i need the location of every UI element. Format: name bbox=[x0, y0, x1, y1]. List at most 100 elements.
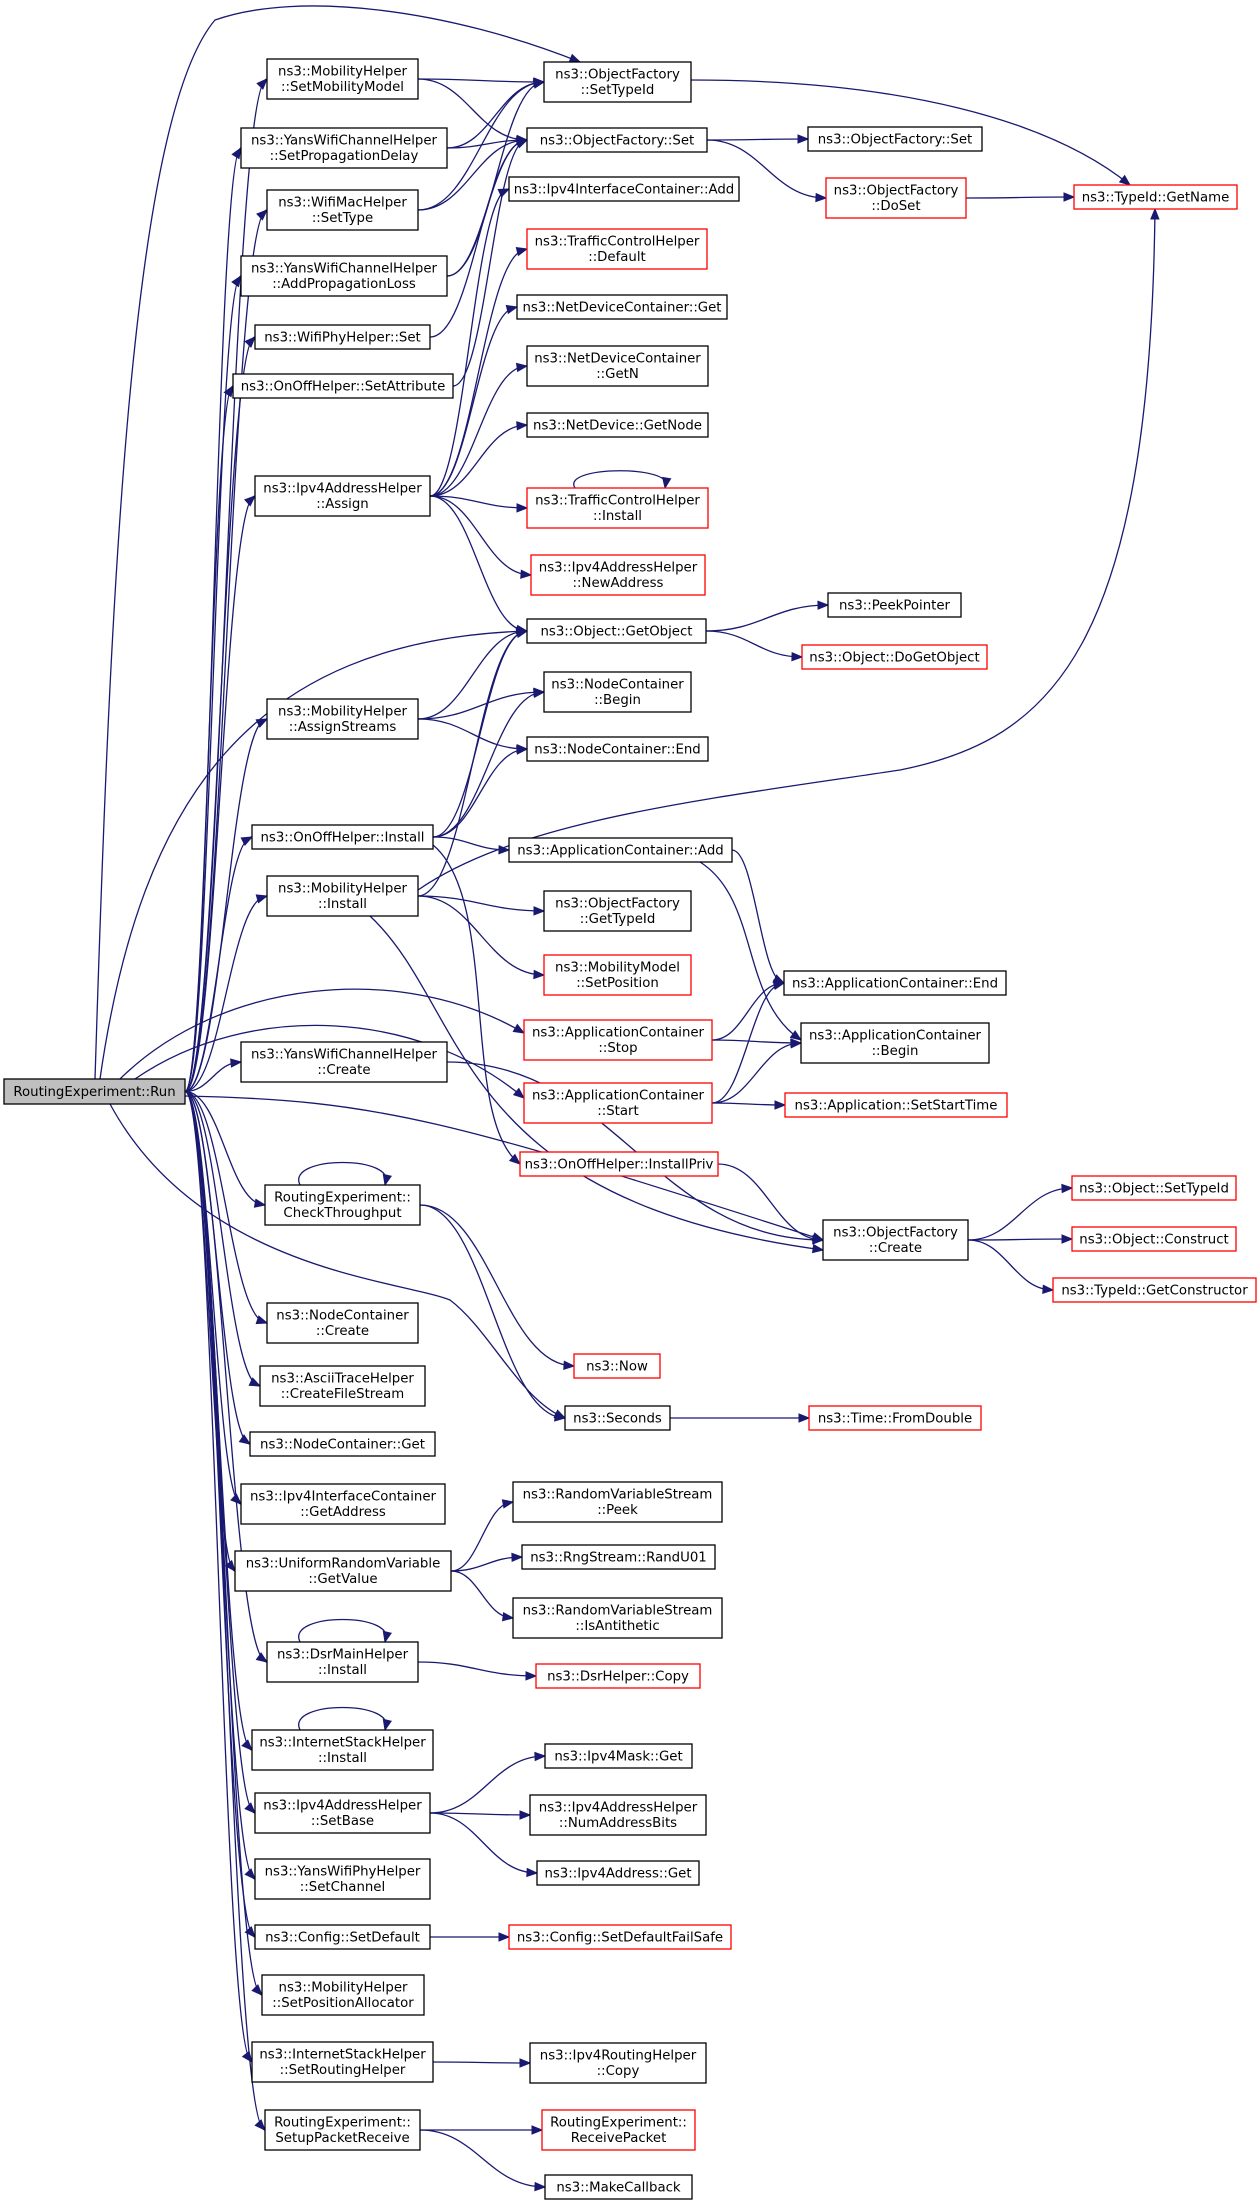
node-of-doset[interactable]: ns3::ObjectFactory::DoSet bbox=[825, 177, 967, 219]
node-receivepacket[interactable]: RoutingExperiment::ReceivePacket bbox=[541, 2109, 696, 2151]
node-ac-end[interactable]: ns3::ApplicationContainer::End bbox=[783, 970, 1007, 996]
node-nd-getnode[interactable]: ns3::NetDevice::GetNode bbox=[526, 412, 709, 438]
node-typeid-getname[interactable]: ns3::TypeId::GetName bbox=[1073, 184, 1238, 210]
node-mac-settype[interactable]: ns3::WifiMacHelper::SetType bbox=[266, 189, 419, 231]
node-ac-stop[interactable]: ns3::ApplicationContainer::Stop bbox=[523, 1019, 713, 1061]
node-label: SetupPacketReceive bbox=[275, 2131, 409, 2146]
node-config-setdefault[interactable]: ns3::Config::SetDefault bbox=[254, 1924, 431, 1950]
edge-mob_install-to-mm_setpos bbox=[417, 895, 546, 980]
node-ascii-create[interactable]: ns3::AsciiTraceHelper::CreateFileStream bbox=[259, 1365, 426, 1407]
arrowhead bbox=[255, 1315, 269, 1325]
node-mob-setmodel[interactable]: ns3::MobilityHelper::SetMobilityModel bbox=[266, 58, 419, 100]
node-obj-dogetobject[interactable]: ns3::Object::DoGetObject bbox=[801, 644, 988, 670]
node-mm-setpos[interactable]: ns3::MobilityModel::SetPosition bbox=[543, 954, 692, 996]
node-nc-create[interactable]: ns3::NodeContainer::Create bbox=[266, 1302, 419, 1344]
node-seconds[interactable]: ns3::Seconds bbox=[564, 1405, 671, 1431]
node-ipv4rh-copy[interactable]: ns3::Ipv4RoutingHelper::Copy bbox=[529, 2042, 707, 2084]
node-box bbox=[543, 671, 692, 713]
node-onoff-installpriv[interactable]: ns3::OnOffHelper::InstallPriv bbox=[519, 1151, 719, 1177]
node-makecallback[interactable]: ns3::MakeCallback bbox=[544, 2174, 693, 2200]
node-nc-begin[interactable]: ns3::NodeContainer::Begin bbox=[543, 671, 692, 713]
node-ac-add[interactable]: ns3::ApplicationContainer::Add bbox=[508, 837, 733, 863]
node-ipv4ic-add[interactable]: ns3::Ipv4InterfaceContainer::Add bbox=[508, 176, 740, 202]
node-tch-install[interactable]: ns3::TrafficControlHelper::Install bbox=[526, 487, 709, 529]
node-ipv4addr-assign[interactable]: ns3::Ipv4AddressHelper::Assign bbox=[254, 475, 431, 517]
node-ipv4addr-numbits[interactable]: ns3::Ipv4AddressHelper::NumAddressBits bbox=[529, 1794, 707, 1836]
node-label: ns3::RngStream::RandU01 bbox=[530, 1550, 707, 1565]
node-ndc-getn[interactable]: ns3::NetDeviceContainer::GetN bbox=[526, 345, 709, 387]
edge-ipv4addr_assign-to-ndc_getn bbox=[429, 362, 529, 497]
node-ipv4address-get[interactable]: ns3::Ipv4Address::Get bbox=[536, 1860, 700, 1886]
edge-obj_getobject-to-peekpointer bbox=[705, 600, 830, 632]
node-urv-getvalue[interactable]: ns3::UniformRandomVariable::GetValue bbox=[234, 1550, 452, 1592]
node-rvs-isanti[interactable]: ns3::RandomVariableStream::IsAntithetic bbox=[512, 1597, 723, 1639]
arrowhead bbox=[525, 1671, 538, 1681]
node-label: ns3::MobilityHelper bbox=[278, 705, 407, 720]
node-now[interactable]: ns3::Now bbox=[573, 1353, 661, 1379]
node-ipv4addr-newaddr[interactable]: ns3::Ipv4AddressHelper::NewAddress bbox=[530, 554, 706, 596]
node-mob-assignstreams[interactable]: ns3::MobilityHelper::AssignStreams bbox=[266, 698, 419, 740]
node-of-create[interactable]: ns3::ObjectFactory::Create bbox=[822, 1219, 969, 1261]
arrowhead bbox=[241, 1739, 253, 1751]
node-ipv4addr-setbase[interactable]: ns3::Ipv4AddressHelper::SetBase bbox=[254, 1792, 431, 1834]
node-yansphy-setchannel[interactable]: ns3::YansWifiPhyHelper::SetChannel bbox=[254, 1858, 431, 1900]
node-rng-randu01[interactable]: ns3::RngStream::RandU01 bbox=[521, 1544, 716, 1570]
node-yans-addprop[interactable]: ns3::YansWifiChannelHelper::AddPropagati… bbox=[240, 255, 448, 297]
node-ipv4ic-getaddr[interactable]: ns3::Ipv4InterfaceContainer::GetAddress bbox=[240, 1483, 446, 1525]
node-checkthroughput[interactable]: RoutingExperiment::CheckThroughput bbox=[264, 1184, 421, 1226]
node-ndc-get[interactable]: ns3::NetDeviceContainer::Get bbox=[516, 294, 728, 320]
node-tch-default[interactable]: ns3::TrafficControlHelper::Default bbox=[526, 228, 708, 270]
node-onoff-install[interactable]: ns3::OnOffHelper::Install bbox=[251, 824, 434, 850]
node-label: ns3::InternetStackHelper bbox=[259, 2048, 426, 2063]
node-label: ns3::Object::DoGetObject bbox=[809, 650, 979, 665]
node-dsr-copy[interactable]: ns3::DsrHelper::Copy bbox=[535, 1663, 701, 1689]
node-typeid-getctor[interactable]: ns3::TypeId::GetConstructor bbox=[1052, 1277, 1257, 1303]
node-ac-begin[interactable]: ns3::ApplicationContainer::Begin bbox=[800, 1022, 990, 1064]
node-box bbox=[543, 954, 692, 996]
arrowhead bbox=[501, 1611, 515, 1622]
node-time-fromdouble[interactable]: ns3::Time::FromDouble bbox=[808, 1405, 982, 1431]
arrowhead bbox=[534, 2181, 547, 2192]
edge-tch_install-to-tch_install bbox=[573, 470, 672, 490]
node-of-settypeid[interactable]: ns3::ObjectFactory::SetTypeId bbox=[543, 61, 692, 103]
node-mob-install[interactable]: ns3::MobilityHelper::Install bbox=[266, 875, 419, 917]
node-label: ::SetPropagationDelay bbox=[270, 149, 419, 164]
node-label: ::Peek bbox=[597, 1503, 638, 1518]
node-nc-get[interactable]: ns3::NodeContainer::Get bbox=[249, 1431, 436, 1457]
node-yans-setprop[interactable]: ns3::YansWifiChannelHelper::SetPropagati… bbox=[240, 127, 448, 169]
node-box bbox=[266, 698, 419, 740]
node-ish-setrouting[interactable]: ns3::InternetStackHelper::SetRoutingHelp… bbox=[251, 2041, 434, 2083]
node-of-set[interactable]: ns3::ObjectFactory::Set bbox=[526, 127, 708, 153]
node-label: ns3::OnOffHelper::SetAttribute bbox=[241, 379, 446, 394]
arrowhead bbox=[248, 1377, 262, 1387]
node-config-setdefaultfs[interactable]: ns3::Config::SetDefaultFailSafe bbox=[508, 1924, 732, 1950]
node-label: ns3::ApplicationContainer bbox=[532, 1026, 705, 1041]
node-label: ReceivePacket bbox=[571, 2131, 667, 2146]
node-rvs-peek[interactable]: ns3::RandomVariableStream::Peek bbox=[512, 1481, 723, 1523]
node-yans-create[interactable]: ns3::YansWifiChannelHelper::Create bbox=[240, 1041, 448, 1083]
node-run[interactable]: RoutingExperiment::Run bbox=[3, 1078, 186, 1105]
node-label: ns3::ApplicationContainer::Add bbox=[517, 843, 724, 858]
node-mob-setposalloc[interactable]: ns3::MobilityHelper::SetPositionAllocato… bbox=[261, 1974, 425, 2016]
node-ish-install[interactable]: ns3::InternetStackHelper::Install bbox=[251, 1729, 434, 1771]
node-nc-end[interactable]: ns3::NodeContainer::End bbox=[526, 736, 709, 762]
node-setuppacketreceive[interactable]: RoutingExperiment::SetupPacketReceive bbox=[264, 2109, 421, 2151]
node-obj-construct[interactable]: ns3::Object::Construct bbox=[1071, 1226, 1237, 1252]
node-obj-getobject[interactable]: ns3::Object::GetObject bbox=[526, 618, 707, 644]
node-obj-settypeid[interactable]: ns3::Object::SetTypeId bbox=[1071, 1175, 1237, 1201]
node-of-set2[interactable]: ns3::ObjectFactory::Set bbox=[807, 126, 983, 152]
node-dsrmain-install[interactable]: ns3::DsrMainHelper::Install bbox=[266, 1641, 419, 1683]
arrowhead bbox=[533, 906, 546, 916]
node-ipv4mask-get[interactable]: ns3::Ipv4Mask::Get bbox=[544, 1743, 693, 1769]
node-peekpointer[interactable]: ns3::PeekPointer bbox=[827, 592, 962, 618]
arrowhead bbox=[811, 1243, 825, 1254]
node-label: ns3::NetDeviceContainer bbox=[534, 352, 701, 367]
node-of-gettypeid[interactable]: ns3::ObjectFactory::GetTypeId bbox=[543, 890, 692, 932]
node-label: ::DoSet bbox=[871, 199, 920, 214]
node-app-setstarttime[interactable]: ns3::Application::SetStartTime bbox=[784, 1092, 1008, 1118]
node-phy-set[interactable]: ns3::WifiPhyHelper::Set bbox=[254, 324, 431, 350]
node-label: ::SetChannel bbox=[300, 1880, 385, 1895]
node-ac-start[interactable]: ns3::ApplicationContainer::Start bbox=[523, 1082, 713, 1124]
node-onoff-setattr[interactable]: ns3::OnOffHelper::SetAttribute bbox=[232, 373, 454, 399]
node-label: RoutingExperiment::Run bbox=[13, 1085, 175, 1100]
